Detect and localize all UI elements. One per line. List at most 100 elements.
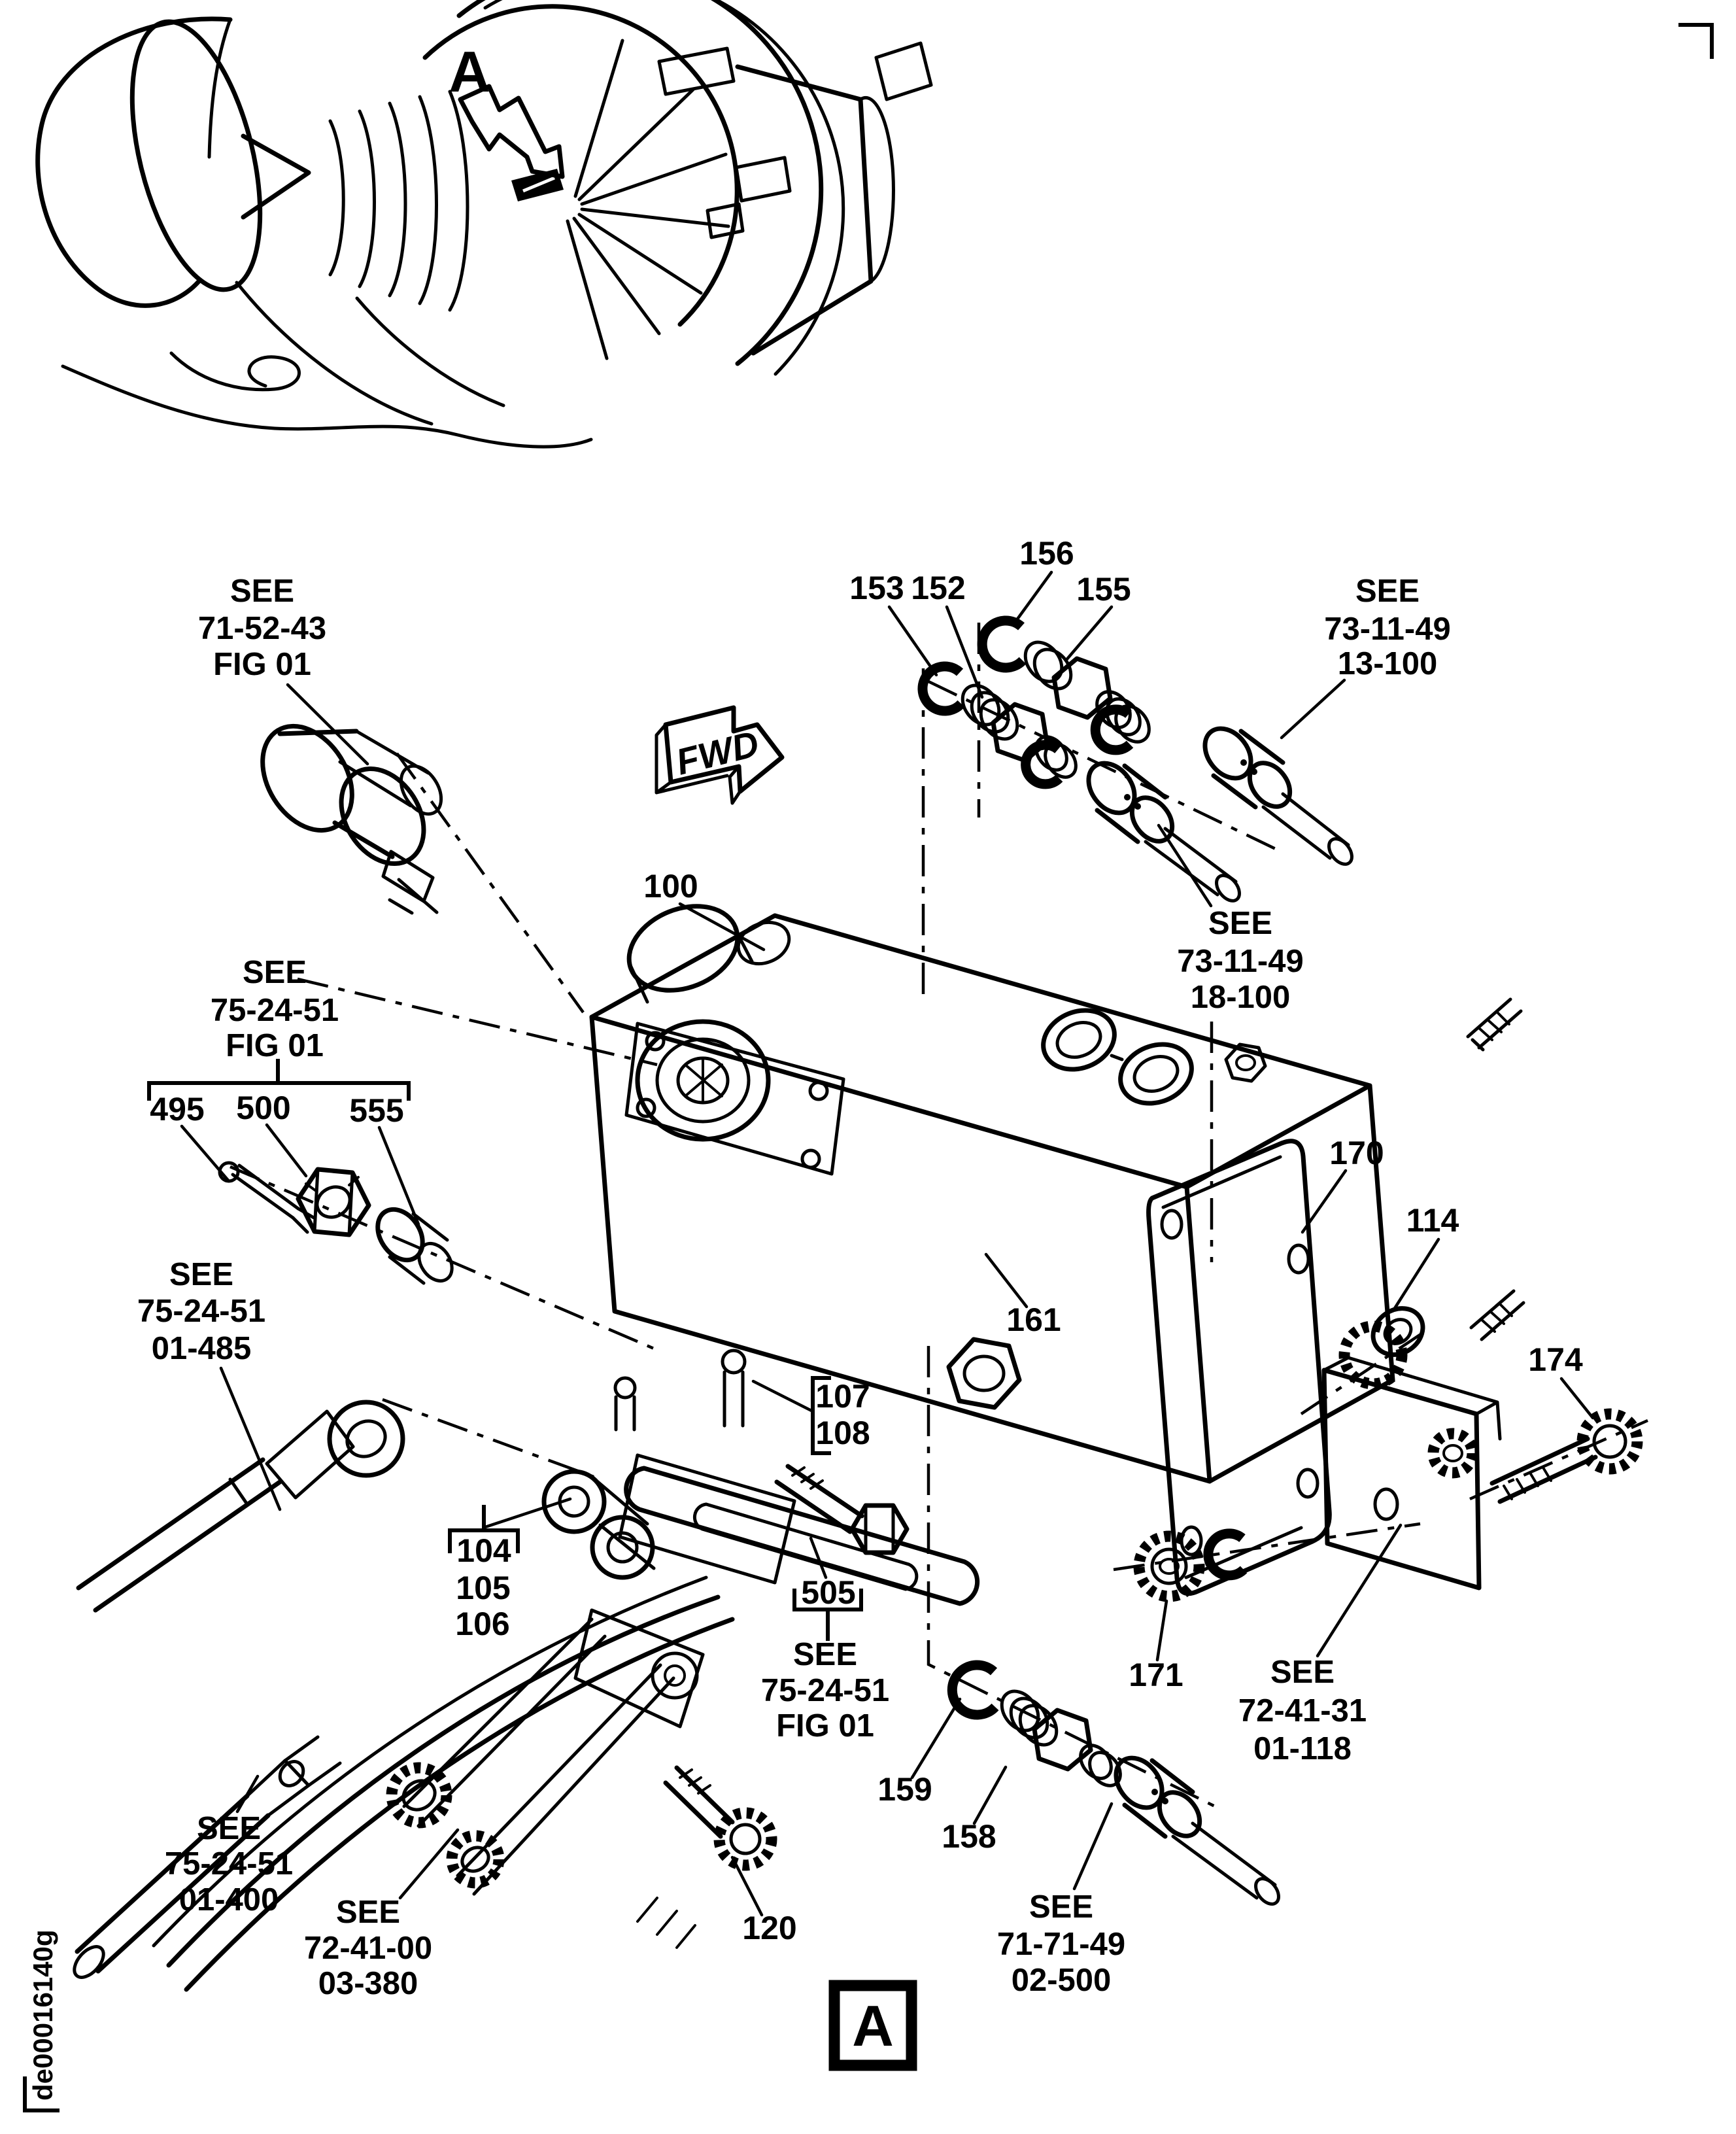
bolt-174	[1489, 1408, 1643, 1504]
see-ref-line: 75-24-51	[761, 1673, 889, 1708]
see-ref-line: SEE	[1029, 1889, 1093, 1925]
see-ref-75-24-51-fig01-left: SEE 75-24-51 FIG 01	[211, 955, 339, 1063]
callout-555: 555	[349, 1092, 403, 1129]
callout-158: 158	[942, 1818, 996, 1855]
see-ref-line: 72-41-31	[1238, 1693, 1367, 1729]
callout-120: 120	[742, 1910, 796, 1946]
bushing-555	[375, 1207, 454, 1285]
see-ref-line: FIG 01	[776, 1708, 874, 1744]
splined-plug-114	[1338, 1306, 1425, 1390]
see-ref-73-11-49-13-100: SEE 73-11-49 13-100	[1324, 574, 1450, 681]
detail-box: A	[828, 1980, 917, 2071]
part-callouts: 100 104 105 106 107 108 114 120 152 153 …	[150, 535, 1583, 1946]
callout-114: 114	[1406, 1202, 1459, 1239]
see-ref-line: FIG 01	[213, 647, 311, 682]
duct-elbow-part	[260, 723, 443, 915]
see-ref-line: SEE	[169, 1257, 233, 1292]
see-ref-line: SEE	[1208, 906, 1272, 941]
hinge-bearing-cluster	[541, 1349, 980, 1606]
figure-doc-code: de00016140g	[27, 1929, 58, 2101]
see-ref-line: SEE	[1270, 1655, 1335, 1690]
control-rod-01-400	[73, 1735, 342, 1979]
mounting-bracket-170	[1146, 1139, 1332, 1596]
label-brackets	[147, 1059, 863, 1641]
fwd-label: FWD	[672, 723, 763, 783]
callout-156: 156	[1019, 535, 1074, 572]
callout-105: 105	[456, 1570, 510, 1606]
callout-100: 100	[643, 868, 698, 904]
detail-a-arrow-icon	[458, 84, 565, 179]
see-ref-line: 72-41-00	[304, 1931, 432, 1966]
splined-nut-171	[1133, 1528, 1248, 1602]
see-ref-line: 02-500	[1012, 1963, 1112, 1998]
callout-104: 104	[456, 1532, 511, 1569]
fwd-arrow-icon	[655, 705, 785, 805]
callout-153: 153	[849, 570, 904, 606]
detail-box-letter: A	[852, 1993, 894, 2058]
see-ref-line: FIG 01	[226, 1028, 324, 1063]
callout-107: 107	[815, 1378, 870, 1415]
corner-mark-top-right	[1678, 23, 1714, 59]
leader-lines	[180, 570, 1595, 1917]
callout-155: 155	[1076, 571, 1131, 608]
callout-159: 159	[877, 1771, 932, 1808]
see-ref-line: 71-52-43	[198, 611, 326, 646]
see-ref-72-41-31-01-118: SEE 72-41-31 01-118	[1238, 1655, 1367, 1766]
callout-106: 106	[455, 1606, 509, 1642]
see-ref-line: SEE	[243, 955, 307, 990]
callout-152: 152	[911, 570, 965, 606]
callout-174: 174	[1528, 1341, 1583, 1378]
callout-170: 170	[1329, 1135, 1384, 1171]
actuator-rod-01-485	[76, 1400, 405, 1613]
valve-body	[589, 904, 1525, 1484]
engine-overview-drawing	[35, 0, 933, 449]
callout-108: 108	[815, 1415, 870, 1451]
see-ref-line: 75-24-51	[137, 1294, 265, 1329]
see-ref-line: 13-100	[1338, 646, 1438, 681]
tube-coupling-13-100	[1202, 726, 1353, 866]
see-ref-line: SEE	[230, 574, 294, 609]
callout-500: 500	[236, 1090, 290, 1126]
see-ref-line: SEE	[793, 1637, 857, 1672]
see-ref-line: 73-11-49	[1177, 944, 1303, 979]
see-ref-line: 75-24-51	[211, 993, 339, 1028]
retainer-ring-153	[917, 661, 965, 716]
union-158	[1032, 1708, 1093, 1772]
retainer-ring-159	[947, 1660, 999, 1720]
corner-mark-bottom-left	[23, 2076, 60, 2112]
callout-171: 171	[1129, 1657, 1183, 1693]
nut-500	[296, 1167, 371, 1237]
fitting-chain-top	[917, 615, 1353, 903]
see-ref-line: 01-400	[179, 1882, 279, 1918]
see-ref-73-11-49-18-100: SEE 73-11-49 18-100	[1177, 906, 1303, 1015]
see-ref-72-41-00-03-380: SEE 72-41-00 03-380	[304, 1895, 432, 2001]
see-ref-line: 75-24-51	[165, 1846, 293, 1882]
see-ref-line: 03-380	[318, 1966, 418, 2001]
tube-coupling-02-500	[1114, 1755, 1280, 1906]
retainer-ring-156	[977, 615, 1027, 673]
bolt-505	[774, 1464, 910, 1555]
bolt-120	[663, 1765, 777, 1871]
see-ref-line: SEE	[197, 1811, 261, 1846]
detail-letter: A	[449, 39, 490, 104]
see-ref-line: 73-11-49	[1324, 611, 1450, 647]
callout-505: 505	[801, 1574, 855, 1611]
see-ref-line: 71-71-49	[997, 1927, 1125, 1962]
callout-495: 495	[150, 1091, 204, 1127]
see-ref-71-71-49-02-500: SEE 71-71-49 02-500	[997, 1889, 1125, 1998]
see-ref-line: SEE	[336, 1895, 400, 1930]
see-ref-75-24-51-01-485: SEE 75-24-51 01-485	[137, 1257, 265, 1366]
see-ref-line: 01-485	[152, 1331, 252, 1366]
see-ref-line: 18-100	[1191, 980, 1291, 1015]
fan-case-segment	[152, 1575, 735, 1992]
union-155	[1051, 656, 1113, 720]
see-ref-75-24-51-01-400: SEE 75-24-51 01-400	[165, 1811, 293, 1918]
angle-bracket-01-118	[1321, 1356, 1502, 1591]
fitting-chain-bottom	[947, 1660, 1280, 1906]
see-ref-line: SEE	[1355, 574, 1420, 609]
union-152	[991, 702, 1049, 763]
see-ref-71-52-43: SEE 71-52-43 FIG 01	[198, 574, 326, 682]
see-ref-75-24-51-fig01-bolt: SEE 75-24-51 FIG 01	[761, 1637, 889, 1744]
see-ref-line: 01-118	[1253, 1731, 1352, 1766]
